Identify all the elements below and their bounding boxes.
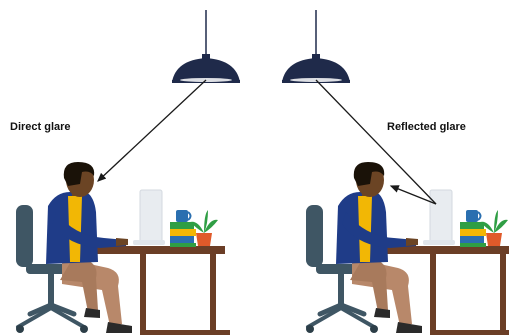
- reflected-glare-reflected-arrow: [391, 186, 436, 204]
- left-workstation-scene: [16, 162, 230, 335]
- left-pendant-lamp-icon: [172, 10, 240, 83]
- direct-glare-label: Direct glare: [10, 121, 71, 133]
- reflected-glare-label: Reflected glare: [387, 121, 466, 133]
- right-pendant-lamp-icon: [282, 10, 350, 83]
- right-workstation-scene: [306, 162, 509, 335]
- direct-glare-arrow: [98, 80, 206, 181]
